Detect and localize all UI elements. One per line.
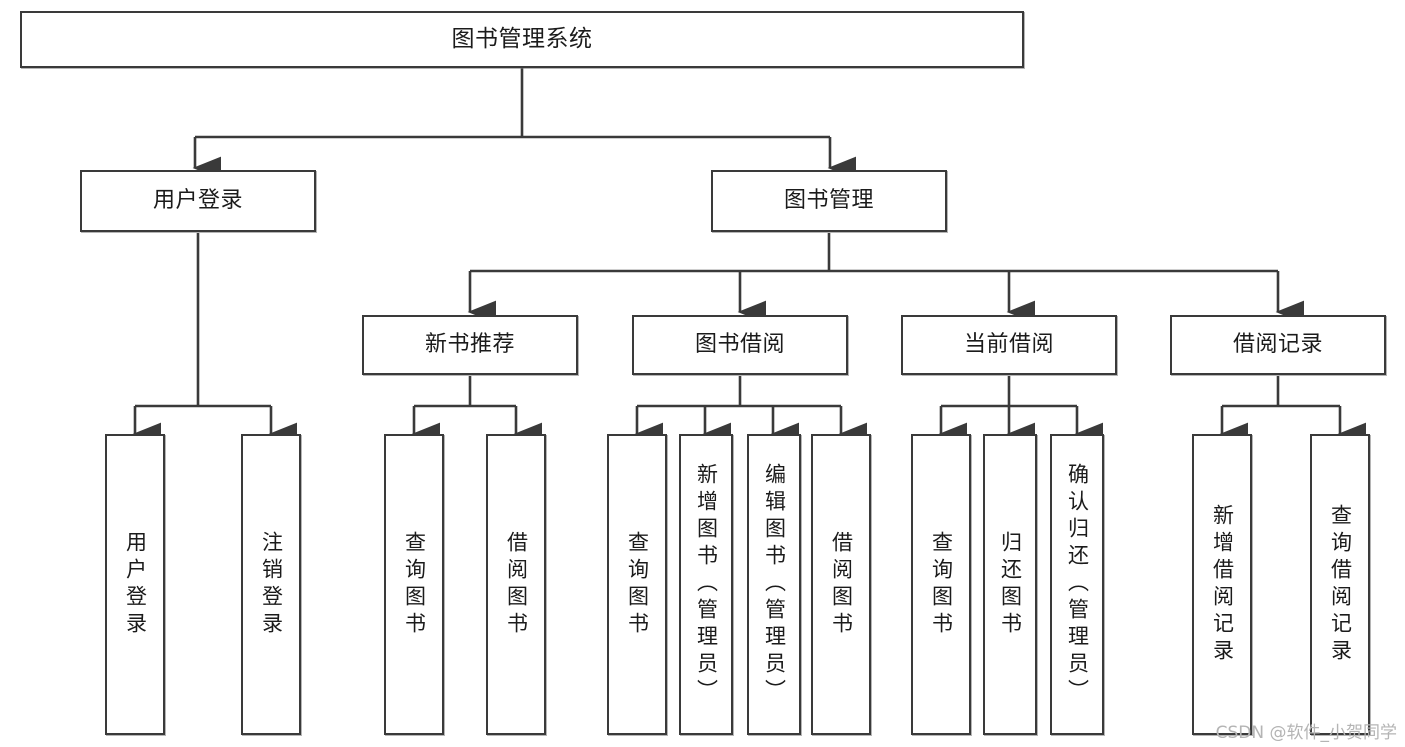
node-book-borrow[interactable]: 图书借阅: [632, 315, 848, 375]
leaf-new-book-borrow[interactable]: 借阅图书: [486, 434, 546, 735]
leaf-borrow-book[interactable]: 借阅图书: [811, 434, 871, 735]
node-label: 查询图书: [402, 530, 427, 639]
leaf-return-book[interactable]: 归还图书: [983, 434, 1037, 735]
node-label: 图书借阅: [694, 332, 785, 358]
node-label: 查询图书: [929, 530, 954, 639]
leaf-current-query-book[interactable]: 查询图书: [911, 434, 971, 735]
node-current-borrow[interactable]: 当前借阅: [901, 315, 1117, 375]
node-label: 编辑图书（管理员）: [762, 463, 787, 706]
leaf-add-book-admin[interactable]: 新增图书（管理员）: [679, 434, 733, 735]
leaf-add-borrow-record[interactable]: 新增借阅记录: [1192, 434, 1252, 735]
node-label: 当前借阅: [963, 332, 1054, 358]
node-label: 借阅图书: [829, 530, 854, 639]
node-label: 借阅图书: [504, 530, 529, 639]
node-label: 用户登录: [123, 530, 148, 639]
node-label: 查询图书: [625, 530, 650, 639]
node-root-system[interactable]: 图书管理系统: [20, 11, 1024, 68]
node-borrow-record[interactable]: 借阅记录: [1170, 315, 1386, 375]
leaf-user-login[interactable]: 用户登录: [105, 434, 165, 735]
node-book-management[interactable]: 图书管理: [711, 170, 947, 232]
node-label: 新书推荐: [424, 332, 515, 358]
leaf-query-borrow-record[interactable]: 查询借阅记录: [1310, 434, 1370, 735]
leaf-edit-book-admin[interactable]: 编辑图书（管理员）: [747, 434, 801, 735]
node-label: 图书管理: [783, 188, 874, 214]
leaf-new-book-query[interactable]: 查询图书: [384, 434, 444, 735]
node-label: 查询借阅记录: [1328, 503, 1353, 666]
node-label: 确认归还（管理员）: [1065, 463, 1090, 706]
leaf-borrow-query-book[interactable]: 查询图书: [607, 434, 667, 735]
node-label: 归还图书: [998, 530, 1023, 639]
node-label: 借阅记录: [1232, 332, 1323, 358]
node-label: 新增借阅记录: [1210, 503, 1235, 666]
node-new-book-recommend[interactable]: 新书推荐: [362, 315, 578, 375]
node-label: 新增图书（管理员）: [694, 463, 719, 706]
node-user-login[interactable]: 用户登录: [80, 170, 316, 232]
node-label: 注销登录: [259, 530, 284, 639]
leaf-confirm-return-admin[interactable]: 确认归还（管理员）: [1050, 434, 1104, 735]
node-label: 图书管理系统: [451, 26, 593, 53]
leaf-user-logout[interactable]: 注销登录: [241, 434, 301, 735]
node-label: 用户登录: [152, 188, 243, 214]
